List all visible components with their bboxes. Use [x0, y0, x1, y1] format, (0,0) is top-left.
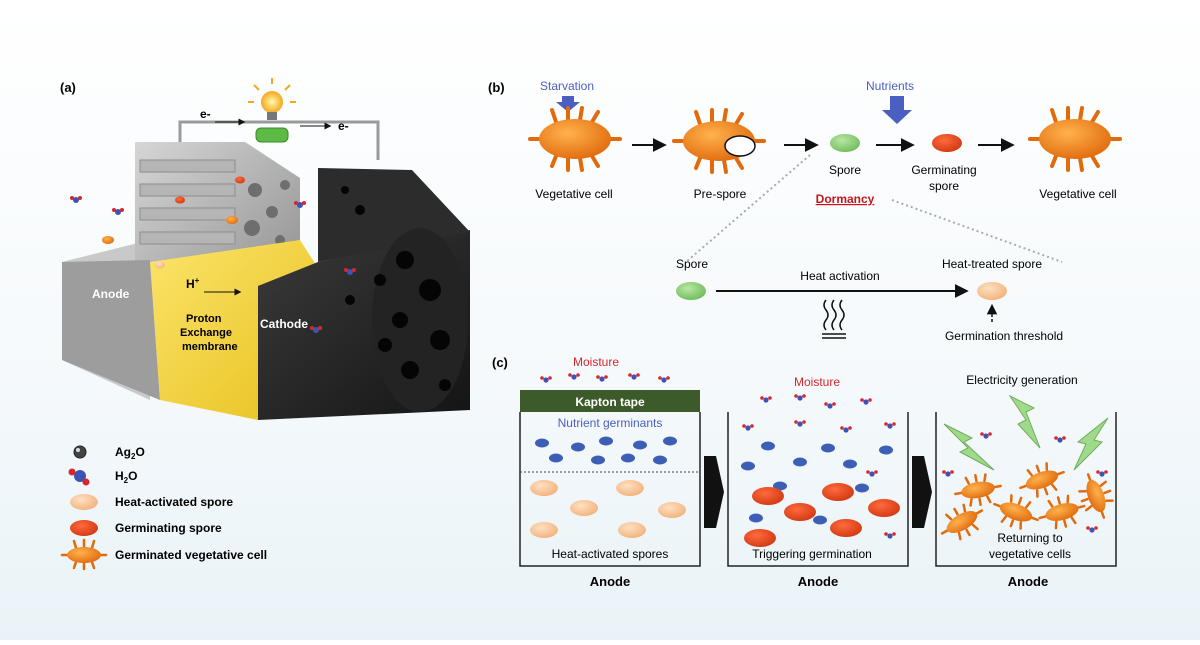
panel-a-label: (a) — [60, 80, 76, 95]
chamber-3-molecules — [942, 432, 1108, 533]
anode-chamber-2 — [727, 412, 909, 567]
electron-label-right: e- — [338, 119, 349, 133]
vegetative-cell-1 — [528, 106, 622, 172]
vegetative-cell-icon — [60, 538, 108, 571]
legend-h2o-label: H2O — [115, 469, 137, 485]
pre-spore-label: Pre-spore — [694, 187, 747, 201]
cathode-label: Cathode — [260, 317, 308, 331]
proton-exchange-membrane — [150, 240, 318, 420]
electricity-generation-label: Electricity generation — [966, 373, 1077, 387]
chamber-2-germinants — [741, 441, 893, 525]
legend-ag2o-label: Ag2O — [115, 445, 145, 461]
lightning-bolt-icons — [943, 394, 1109, 471]
anode-label: Anode — [92, 287, 130, 301]
nutrient-germinants-label: Nutrient germinants — [558, 416, 663, 430]
anode-spores — [102, 176, 245, 269]
h2o-icon — [74, 470, 86, 482]
nutrients-label: Nutrients — [866, 79, 914, 93]
anode-side-face — [62, 260, 160, 400]
legend-germinating-label: Germinating spore — [115, 521, 222, 535]
electron-label-left: e- — [200, 107, 211, 121]
starvation-arrow — [556, 96, 580, 112]
heat-icon — [822, 299, 846, 339]
germinating-spore — [932, 134, 962, 152]
heat-treated-spore — [977, 282, 1007, 300]
germinating-spores-in-chamber — [744, 483, 900, 547]
cathode-end-face — [372, 228, 468, 412]
starvation-label: Starvation — [540, 79, 594, 93]
anode-label-1: Anode — [590, 574, 630, 589]
nutrients-arrow — [882, 96, 912, 124]
anode-chamber-3 — [935, 412, 1117, 567]
external-circuit-wire — [178, 120, 380, 160]
fuel-cell-illustration: e- e- Anode H+ Proton Exchange membrane — [62, 78, 470, 420]
germinating-spore-icon — [70, 520, 98, 536]
membrane-label-line3: membrane — [182, 341, 238, 353]
anode-label-3: Anode — [1008, 574, 1048, 589]
legend-heat-activated-label: Heat-activated spore — [115, 495, 233, 509]
moisture-molecules-2 — [760, 394, 872, 409]
legend-item-h2o: H2O — [68, 468, 137, 486]
process-arrow-2 — [912, 456, 932, 528]
heat-activation-label: Heat activation — [800, 269, 879, 283]
returned-vegetative-cells — [940, 462, 1114, 541]
legend-germinated-label: Germinated vegetative cell — [115, 548, 267, 562]
germinating-label-line1: Germinating — [911, 163, 976, 177]
kapton-tape — [520, 390, 700, 412]
legend-item-heat-activated: Heat-activated spore — [70, 494, 233, 510]
process-arrow-1 — [704, 456, 724, 528]
pre-spore-cell — [672, 108, 766, 174]
moisture-molecules-1 — [540, 373, 670, 383]
detail-spore — [676, 282, 706, 300]
legend-item-germinated: Germinated vegetative cell — [60, 538, 267, 571]
returning-label-line2: vegetative cells — [989, 547, 1071, 561]
panel-c-label: (c) — [492, 355, 508, 370]
anode-fins — [139, 159, 236, 245]
zoom-line-left — [685, 154, 811, 263]
legend: Ag2O H2O Heat-activated spore Germinatin… — [60, 445, 267, 571]
light-bulb-icon — [248, 78, 296, 120]
germination-threshold-label: Germination threshold — [945, 329, 1063, 343]
detail-spore-label: Spore — [676, 257, 708, 271]
moisture-label-2: Moisture — [794, 375, 840, 389]
spore-label: Spore — [829, 163, 861, 177]
membrane-label-line1: Proton — [186, 313, 222, 325]
membrane-label-line2: Exchange — [180, 327, 232, 339]
returning-label-line1: Returning to — [997, 531, 1063, 545]
panel-b-label: (b) — [488, 80, 505, 95]
anode-chamber-1 — [519, 412, 701, 567]
zoom-line-right — [891, 199, 1063, 263]
cathode-pores — [341, 186, 451, 391]
battery-icon — [255, 127, 289, 143]
heat-activated-spore-icon — [70, 494, 98, 510]
water-molecules — [70, 196, 356, 333]
nutrient-germinants — [535, 436, 677, 465]
proton-label: H+ — [186, 276, 200, 291]
heat-activated-spores — [530, 480, 686, 538]
heat-activated-spores-label: Heat-activated spores — [552, 547, 669, 561]
vegetative-cell-1-label: Vegetative cell — [535, 187, 612, 201]
dormant-spore — [830, 134, 860, 152]
vegetative-cell-2-label: Vegetative cell — [1039, 187, 1116, 201]
chamber-2-molecules — [742, 420, 896, 539]
ag2o-icon — [73, 445, 87, 459]
heat-treated-spore-label: Heat-treated spore — [942, 257, 1042, 271]
germinating-label-line2: spore — [929, 179, 959, 193]
legend-item-ag2o: Ag2O — [73, 445, 145, 461]
kapton-tape-label: Kapton tape — [575, 395, 645, 409]
triggering-germination-label: Triggering germination — [752, 547, 872, 561]
anode-label-2: Anode — [798, 574, 838, 589]
vegetative-cell-2 — [1028, 106, 1122, 172]
moisture-label-1: Moisture — [573, 355, 619, 369]
dormancy-label: Dormancy — [816, 192, 875, 206]
legend-item-germinating: Germinating spore — [70, 520, 222, 536]
